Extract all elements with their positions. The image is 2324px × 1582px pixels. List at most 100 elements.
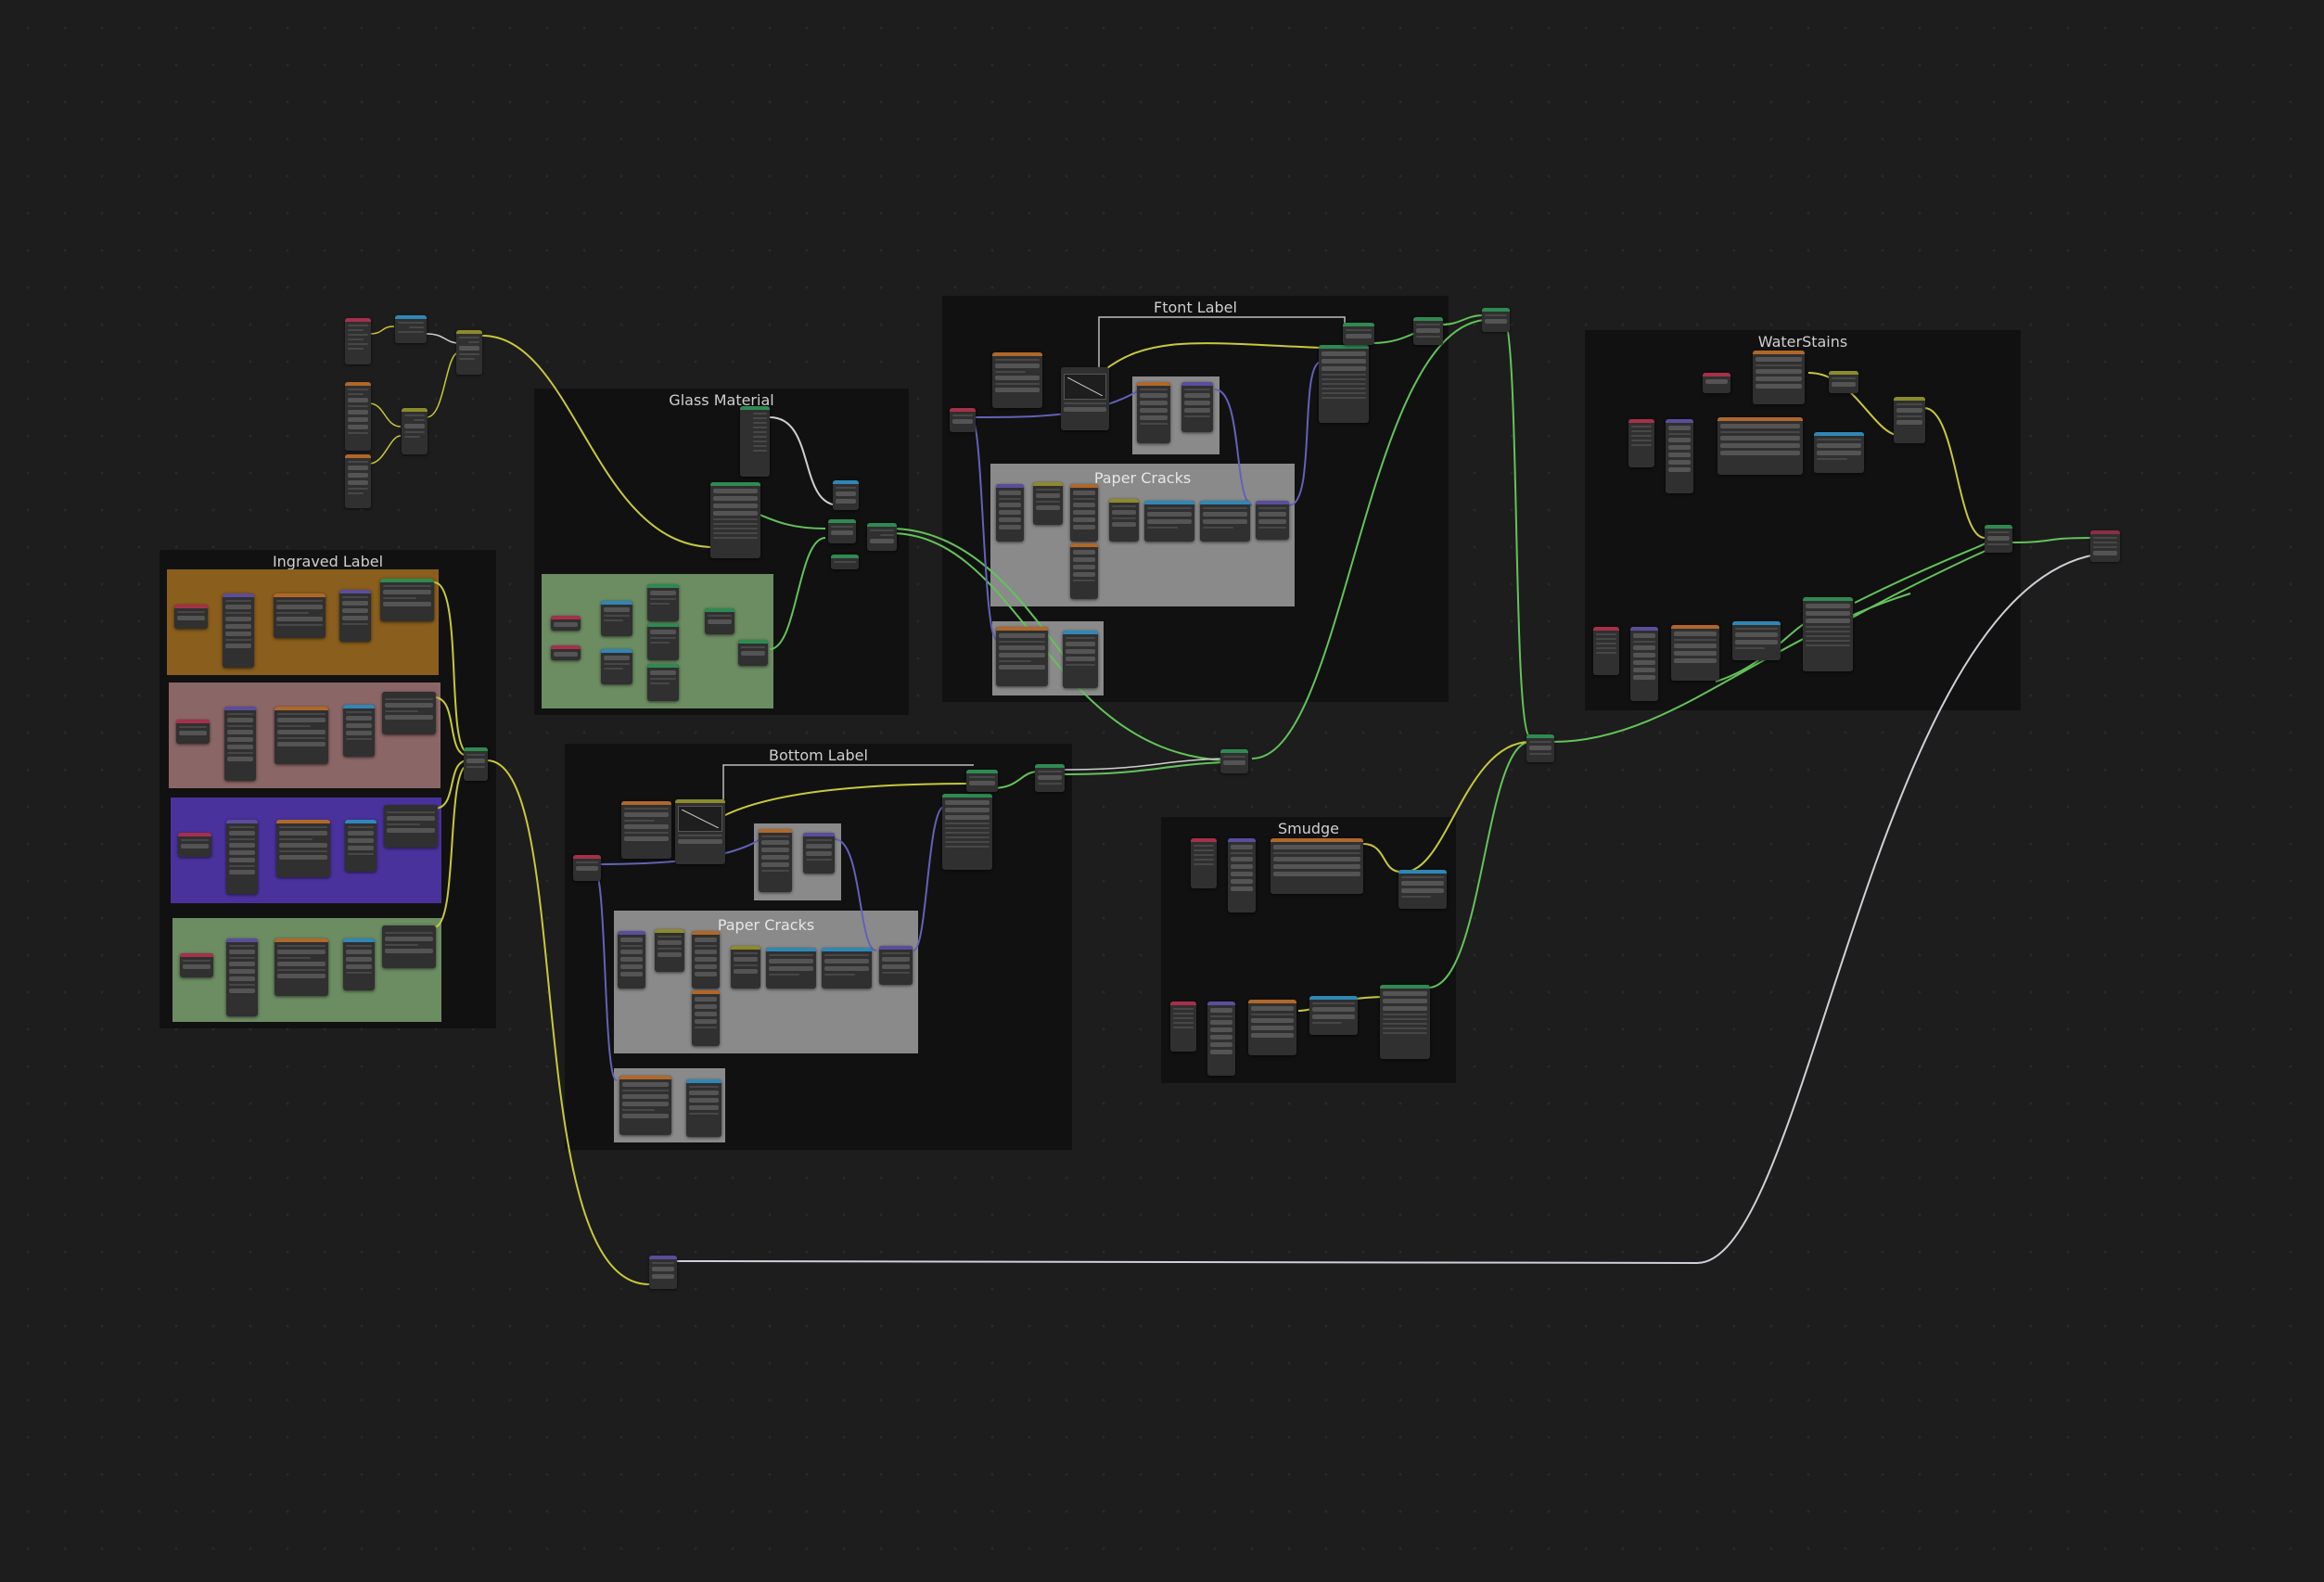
mix-shader-node[interactable] xyxy=(867,523,897,551)
node-field[interactable] xyxy=(761,862,789,867)
image-texture-node[interactable] xyxy=(1271,838,1363,894)
mapping-node[interactable] xyxy=(226,938,258,1016)
node-field[interactable] xyxy=(1073,557,1095,562)
node-field[interactable] xyxy=(1251,1018,1294,1023)
mix-node[interactable] xyxy=(456,330,482,375)
node-field[interactable] xyxy=(695,957,717,962)
node-field[interactable] xyxy=(999,517,1021,522)
node-field[interactable] xyxy=(1073,503,1095,507)
mapping-node[interactable] xyxy=(224,707,256,781)
node-field[interactable] xyxy=(1210,1042,1232,1047)
node-field[interactable] xyxy=(2093,551,2117,555)
mix-node[interactable] xyxy=(705,608,734,634)
math-node[interactable] xyxy=(601,649,632,684)
noise-texture-node[interactable] xyxy=(692,990,720,1046)
node-field[interactable] xyxy=(1383,991,1427,996)
node-field[interactable] xyxy=(385,949,433,953)
node-field[interactable] xyxy=(554,622,578,627)
node-field[interactable] xyxy=(279,843,327,848)
node-field[interactable] xyxy=(604,607,630,612)
texture-coordinate-node[interactable] xyxy=(180,953,213,977)
noise-texture-node[interactable] xyxy=(1248,1000,1296,1055)
node-field[interactable] xyxy=(695,1012,717,1016)
node-field[interactable] xyxy=(713,489,758,493)
node-field[interactable] xyxy=(1112,510,1136,515)
node-field[interactable] xyxy=(713,496,758,501)
mix-node[interactable] xyxy=(738,640,768,666)
mix-shader-node[interactable] xyxy=(464,747,488,781)
noise-texture-node[interactable] xyxy=(1753,351,1805,404)
texture-coordinate-node[interactable] xyxy=(174,605,208,629)
node-field[interactable] xyxy=(225,624,251,629)
node-field[interactable] xyxy=(383,590,431,594)
node-field[interactable] xyxy=(713,504,758,508)
node-field[interactable] xyxy=(689,1091,719,1095)
noise-texture-node[interactable] xyxy=(759,829,792,892)
node-field[interactable] xyxy=(346,731,372,735)
curve-widget[interactable] xyxy=(1064,374,1106,400)
mix-shader-node[interactable] xyxy=(1035,764,1065,792)
voronoi-texture-node[interactable] xyxy=(1070,484,1098,542)
node-field[interactable] xyxy=(1184,401,1210,405)
node-field[interactable] xyxy=(1223,760,1245,765)
node-field[interactable] xyxy=(999,645,1045,650)
node-field[interactable] xyxy=(622,1094,669,1099)
node-field[interactable] xyxy=(882,957,910,962)
node-field[interactable] xyxy=(554,652,578,657)
node-field[interactable] xyxy=(995,388,1040,392)
mix-node[interactable] xyxy=(402,408,428,454)
node-field[interactable] xyxy=(969,781,995,785)
node-field[interactable] xyxy=(1210,1008,1232,1013)
node-field[interactable] xyxy=(1273,864,1360,869)
node-field[interactable] xyxy=(1140,415,1168,420)
node-field[interactable] xyxy=(346,723,372,728)
value-node[interactable] xyxy=(551,616,581,631)
rgb-curves-node[interactable] xyxy=(675,799,725,864)
node-field[interactable] xyxy=(870,539,894,543)
node-field[interactable] xyxy=(945,800,990,805)
node-field[interactable] xyxy=(1668,453,1691,457)
node-field[interactable] xyxy=(1401,888,1444,893)
math-node[interactable] xyxy=(1109,499,1139,542)
node-field[interactable] xyxy=(404,424,425,428)
node-field[interactable] xyxy=(999,525,1021,529)
mix-shader-node[interactable] xyxy=(833,480,859,510)
image-texture-node[interactable] xyxy=(275,707,328,764)
node-field[interactable] xyxy=(1346,334,1372,338)
principled-bsdf-node[interactable] xyxy=(1319,345,1369,423)
node-field[interactable] xyxy=(1312,1014,1355,1019)
node-field[interactable] xyxy=(1036,505,1060,510)
node-field[interactable] xyxy=(708,619,732,624)
node-field[interactable] xyxy=(348,466,368,470)
node-field[interactable] xyxy=(1720,443,1800,448)
node-field[interactable] xyxy=(1322,359,1366,364)
node-field[interactable] xyxy=(385,715,433,720)
node-field[interactable] xyxy=(945,815,990,820)
node-field[interactable] xyxy=(1383,999,1427,1003)
node-field[interactable] xyxy=(229,989,255,993)
node-field[interactable] xyxy=(1312,1007,1355,1012)
node-field[interactable] xyxy=(999,653,1045,657)
node-field[interactable] xyxy=(1066,642,1095,646)
node-field[interactable] xyxy=(1668,438,1691,442)
node-field[interactable] xyxy=(1806,604,1850,608)
node-field[interactable] xyxy=(824,966,869,971)
node-field[interactable] xyxy=(620,938,643,942)
node-field[interactable] xyxy=(1036,493,1060,498)
node-field[interactable] xyxy=(1203,512,1247,517)
node-field[interactable] xyxy=(1735,632,1778,637)
node-field[interactable] xyxy=(624,836,669,841)
node-field[interactable] xyxy=(229,976,255,981)
noise-texture-node[interactable] xyxy=(1070,543,1098,599)
curve-widget[interactable] xyxy=(678,806,722,832)
node-field[interactable] xyxy=(652,1267,674,1271)
node-field[interactable] xyxy=(999,510,1021,515)
node-field[interactable] xyxy=(1674,644,1717,648)
node-field[interactable] xyxy=(999,633,1045,638)
node-field[interactable] xyxy=(1251,1026,1294,1030)
node-field[interactable] xyxy=(1231,857,1253,861)
node-field[interactable] xyxy=(650,670,676,675)
mix-shader-node[interactable] xyxy=(1482,308,1510,332)
node-field[interactable] xyxy=(342,616,368,620)
node-field[interactable] xyxy=(229,969,255,974)
